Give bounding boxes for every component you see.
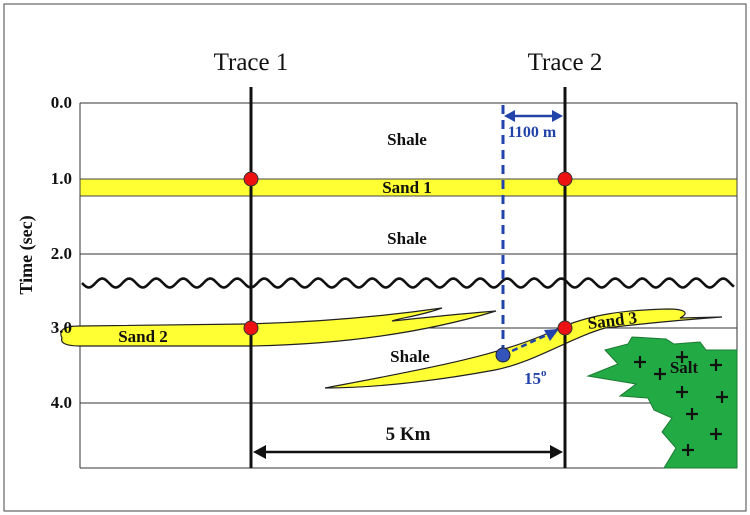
- salt-plus-6: [686, 408, 698, 420]
- distance-arrow: [253, 445, 563, 459]
- tick-label-0: 0.0: [51, 93, 72, 112]
- trace1-sand2-marker: [243, 320, 259, 336]
- salt-plus-4: [676, 386, 688, 398]
- shale-top-label: Shale: [387, 130, 427, 149]
- dip-arrow-shaft: [502, 332, 550, 357]
- salt-plus-7: [716, 391, 728, 403]
- salt-label: Salt: [670, 358, 699, 377]
- trace2-sand1-marker: [557, 171, 573, 187]
- tick-label-1: 1.0: [51, 169, 72, 188]
- sand1-layer: [79, 178, 738, 197]
- sand1-label: Sand 1: [382, 178, 432, 197]
- salt-plus-1: [634, 356, 646, 368]
- sand2-label: Sand 2: [118, 327, 168, 346]
- shale-bottom-label: Shale: [390, 347, 430, 366]
- distance-arrow-left-head: [253, 445, 266, 459]
- distance-arrow-right-head: [550, 445, 563, 459]
- dip-value: 15: [524, 369, 541, 388]
- migrated-position-marker: [495, 347, 511, 363]
- tick-label-2: 2.0: [51, 244, 72, 263]
- offset-arrow-right-head: [552, 110, 563, 122]
- trace2-sand3-marker: [557, 320, 573, 336]
- salt-plus-signs: [634, 351, 728, 456]
- distance-label: 5 Km: [386, 424, 431, 445]
- offset-arrow-left-head: [504, 110, 515, 122]
- trace1-sand1-marker: [243, 171, 259, 187]
- shale-middle-label: Shale: [387, 229, 427, 248]
- salt-plus-2: [654, 368, 666, 380]
- dip-label: 15o: [524, 367, 547, 388]
- dip-arrow-head: [544, 329, 559, 341]
- dip-arrow: [502, 329, 559, 357]
- sand3-layer: [324, 308, 723, 389]
- salt-plus-5: [710, 359, 722, 371]
- offset-label: 1100 m: [508, 124, 557, 141]
- y-axis-label: Time (sec): [16, 215, 37, 294]
- trace2-label: Trace 2: [528, 49, 603, 76]
- outer-frame: [3, 3, 747, 512]
- dip-degree-symbol: o: [541, 367, 547, 379]
- tick-label-3: 3.0: [51, 318, 72, 337]
- unconformity-wavy-line: [81, 277, 735, 289]
- salt-plus-9: [682, 444, 694, 456]
- offset-arrow: [504, 110, 563, 122]
- salt-plus-8: [710, 428, 722, 440]
- salt-plus-3: [676, 351, 688, 363]
- sand2-layer: [60, 307, 497, 347]
- salt-body: [586, 336, 738, 469]
- trace1-label: Trace 1: [214, 49, 289, 76]
- tick-label-4: 4.0: [51, 393, 72, 412]
